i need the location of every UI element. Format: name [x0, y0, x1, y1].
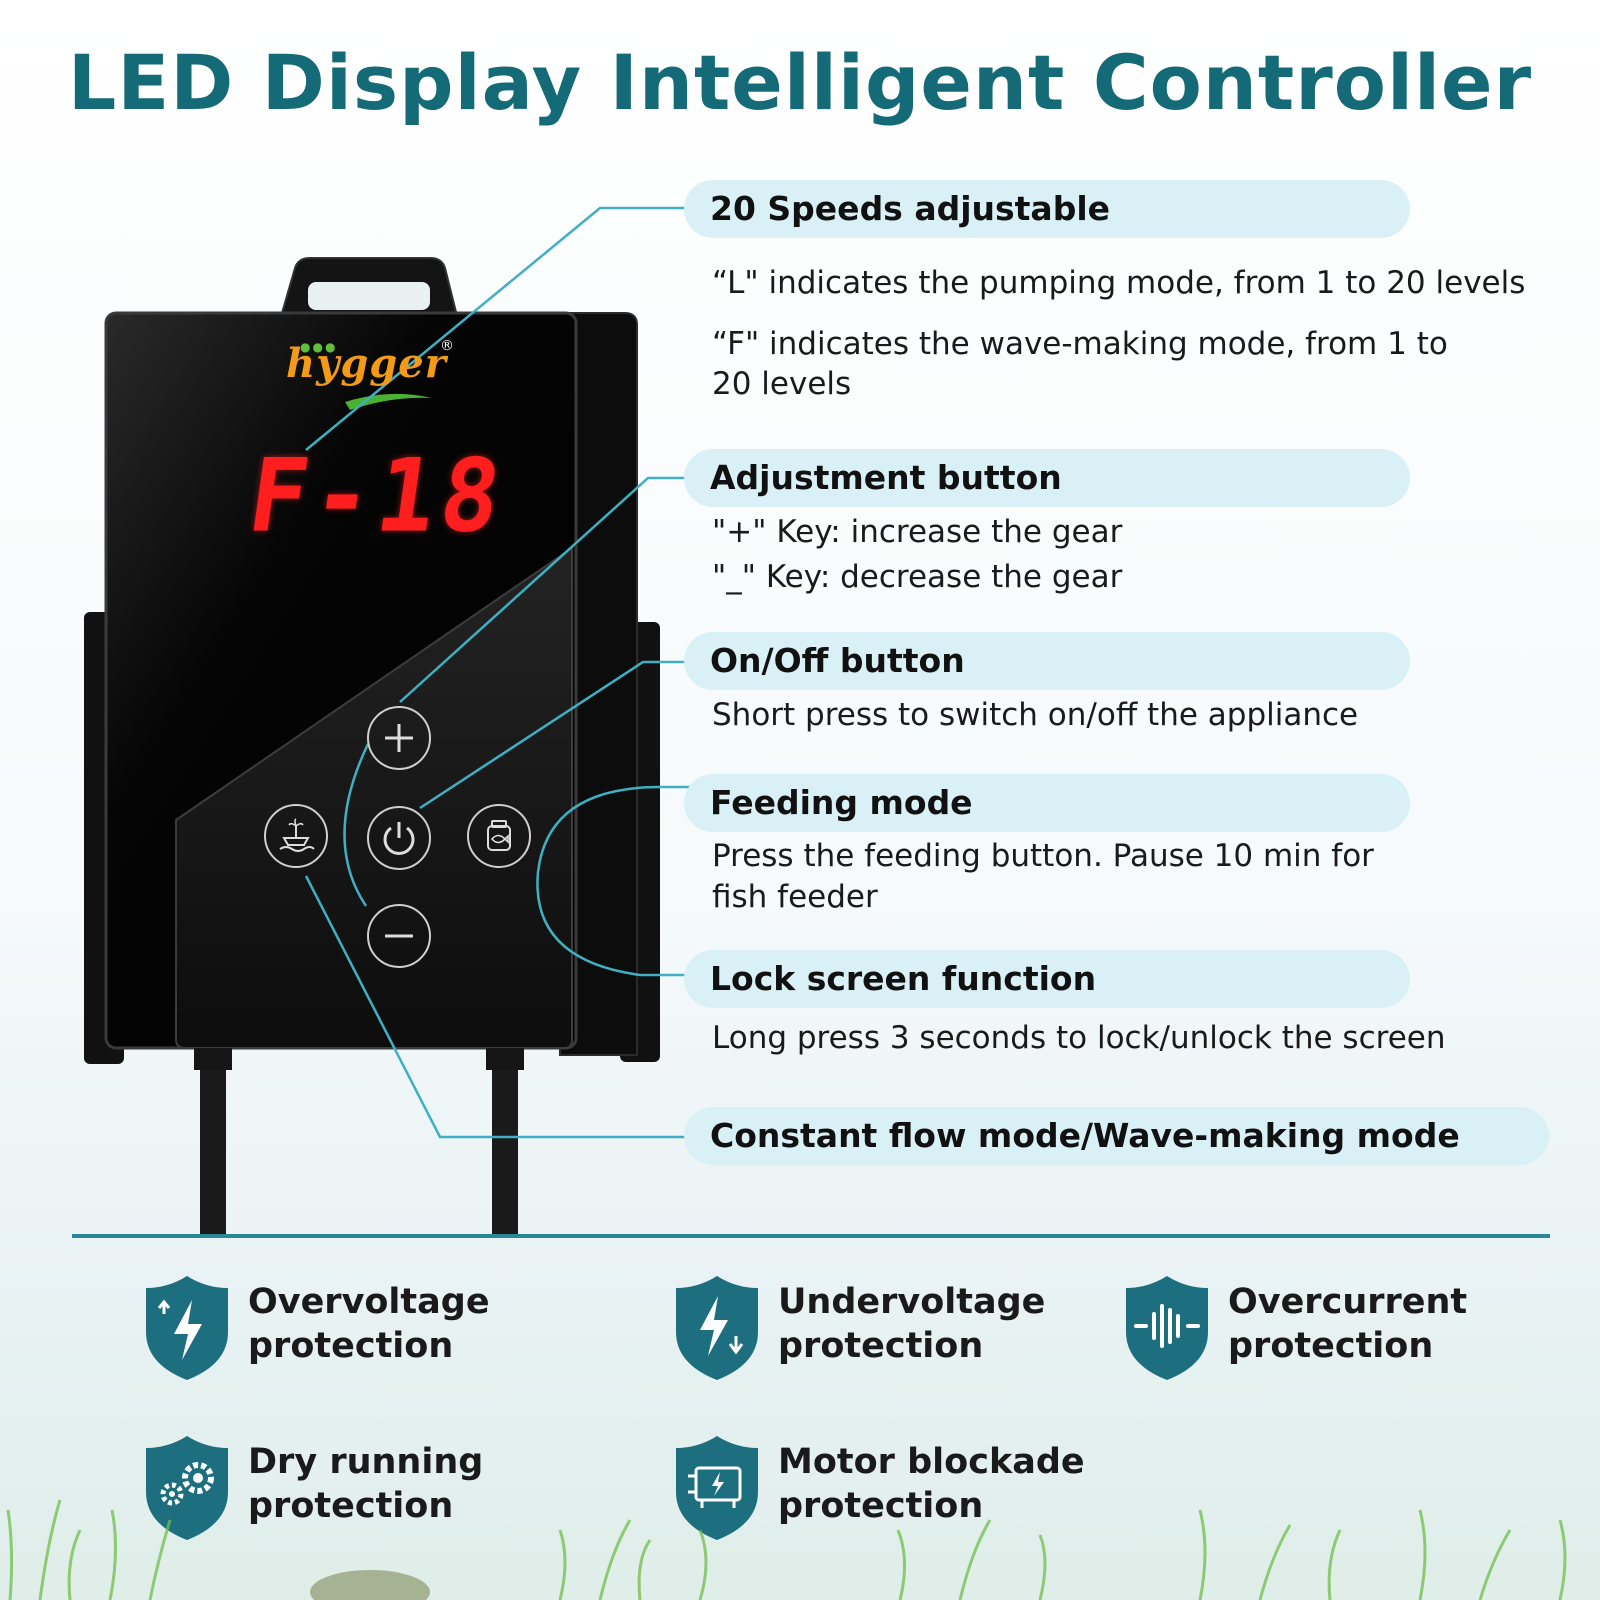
motor-icon — [676, 1436, 758, 1540]
minus-icon — [385, 934, 413, 938]
brand-dots: ●●● — [300, 340, 338, 354]
feature-lock: Lock screen function — [684, 950, 1410, 1008]
feature-speeds: 20 Speeds adjustable — [684, 180, 1410, 238]
feature-feeding-label: Feeding mode — [710, 783, 973, 822]
protection-line-2: protection — [778, 1486, 984, 1526]
bolt-down-icon — [676, 1276, 758, 1380]
power-button[interactable] — [367, 806, 431, 870]
minus-button[interactable] — [367, 904, 431, 968]
plus-icon — [385, 724, 413, 752]
feature-speeds-line-2: “F" indicates the wave-making mode, from… — [712, 326, 1448, 362]
protection-line-2: protection — [248, 1486, 454, 1526]
feature-flow-mode-label: Constant flow mode/Wave-making mode — [710, 1116, 1460, 1155]
feature-feeding: Feeding mode — [684, 774, 1410, 832]
feature-onoff: On/Off button — [684, 632, 1410, 690]
protection-line-2: protection — [1228, 1326, 1434, 1366]
protection-line-1: Dry running — [248, 1442, 484, 1482]
feature-adjustment: Adjustment button — [684, 449, 1410, 507]
section-divider — [72, 1234, 1550, 1238]
feature-onoff-line-1: Short press to switch on/off the applian… — [712, 697, 1359, 733]
feature-adjustment-line-2: "_" Key: decrease the gear — [712, 559, 1123, 595]
wave-mode-icon — [279, 818, 315, 852]
feature-speeds-line-3: 20 levels — [712, 366, 852, 402]
feature-feeding-line-2: fish feeder — [712, 879, 878, 915]
feature-speeds-label: 20 Speeds adjustable — [710, 189, 1111, 228]
protection-line-2: protection — [248, 1326, 454, 1366]
plus-button[interactable] — [367, 706, 431, 770]
feature-flow-mode: Constant flow mode/Wave-making mode — [684, 1107, 1549, 1165]
fish-feeder-icon — [487, 820, 511, 851]
feature-adjustment-line-1: "+" Key: increase the gear — [712, 514, 1123, 550]
current-wave-icon — [1126, 1276, 1208, 1380]
bolt-up-icon — [146, 1276, 228, 1380]
protection-line-1: Motor blockade — [778, 1442, 1085, 1482]
protection-line-1: Undervoltage — [778, 1282, 1046, 1322]
brand-logo: hygger — [286, 340, 447, 387]
protection-line-1: Overcurrent — [1228, 1282, 1468, 1322]
feature-adjustment-label: Adjustment button — [710, 458, 1062, 497]
feed-button[interactable] — [467, 804, 531, 868]
gears-icon — [146, 1436, 228, 1540]
mode-button[interactable] — [264, 804, 328, 868]
feature-lock-line-1: Long press 3 seconds to lock/unlock the … — [712, 1020, 1446, 1056]
feature-feeding-line-1: Press the feeding button. Pause 10 min f… — [712, 838, 1374, 874]
protection-line-1: Overvoltage — [248, 1282, 490, 1322]
power-icon — [383, 822, 415, 855]
feature-lock-label: Lock screen function — [710, 959, 1097, 998]
feature-onoff-label: On/Off button — [710, 641, 965, 680]
page-title: LED Display Intelligent Controller — [67, 38, 1533, 127]
protection-line-2: protection — [778, 1326, 984, 1366]
registered-mark: ® — [440, 338, 454, 354]
feature-speeds-line-1: “L" indicates the pumping mode, from 1 t… — [712, 265, 1526, 301]
led-display: F-18 — [241, 437, 514, 555]
grass-decoration — [6, 1499, 1567, 1600]
